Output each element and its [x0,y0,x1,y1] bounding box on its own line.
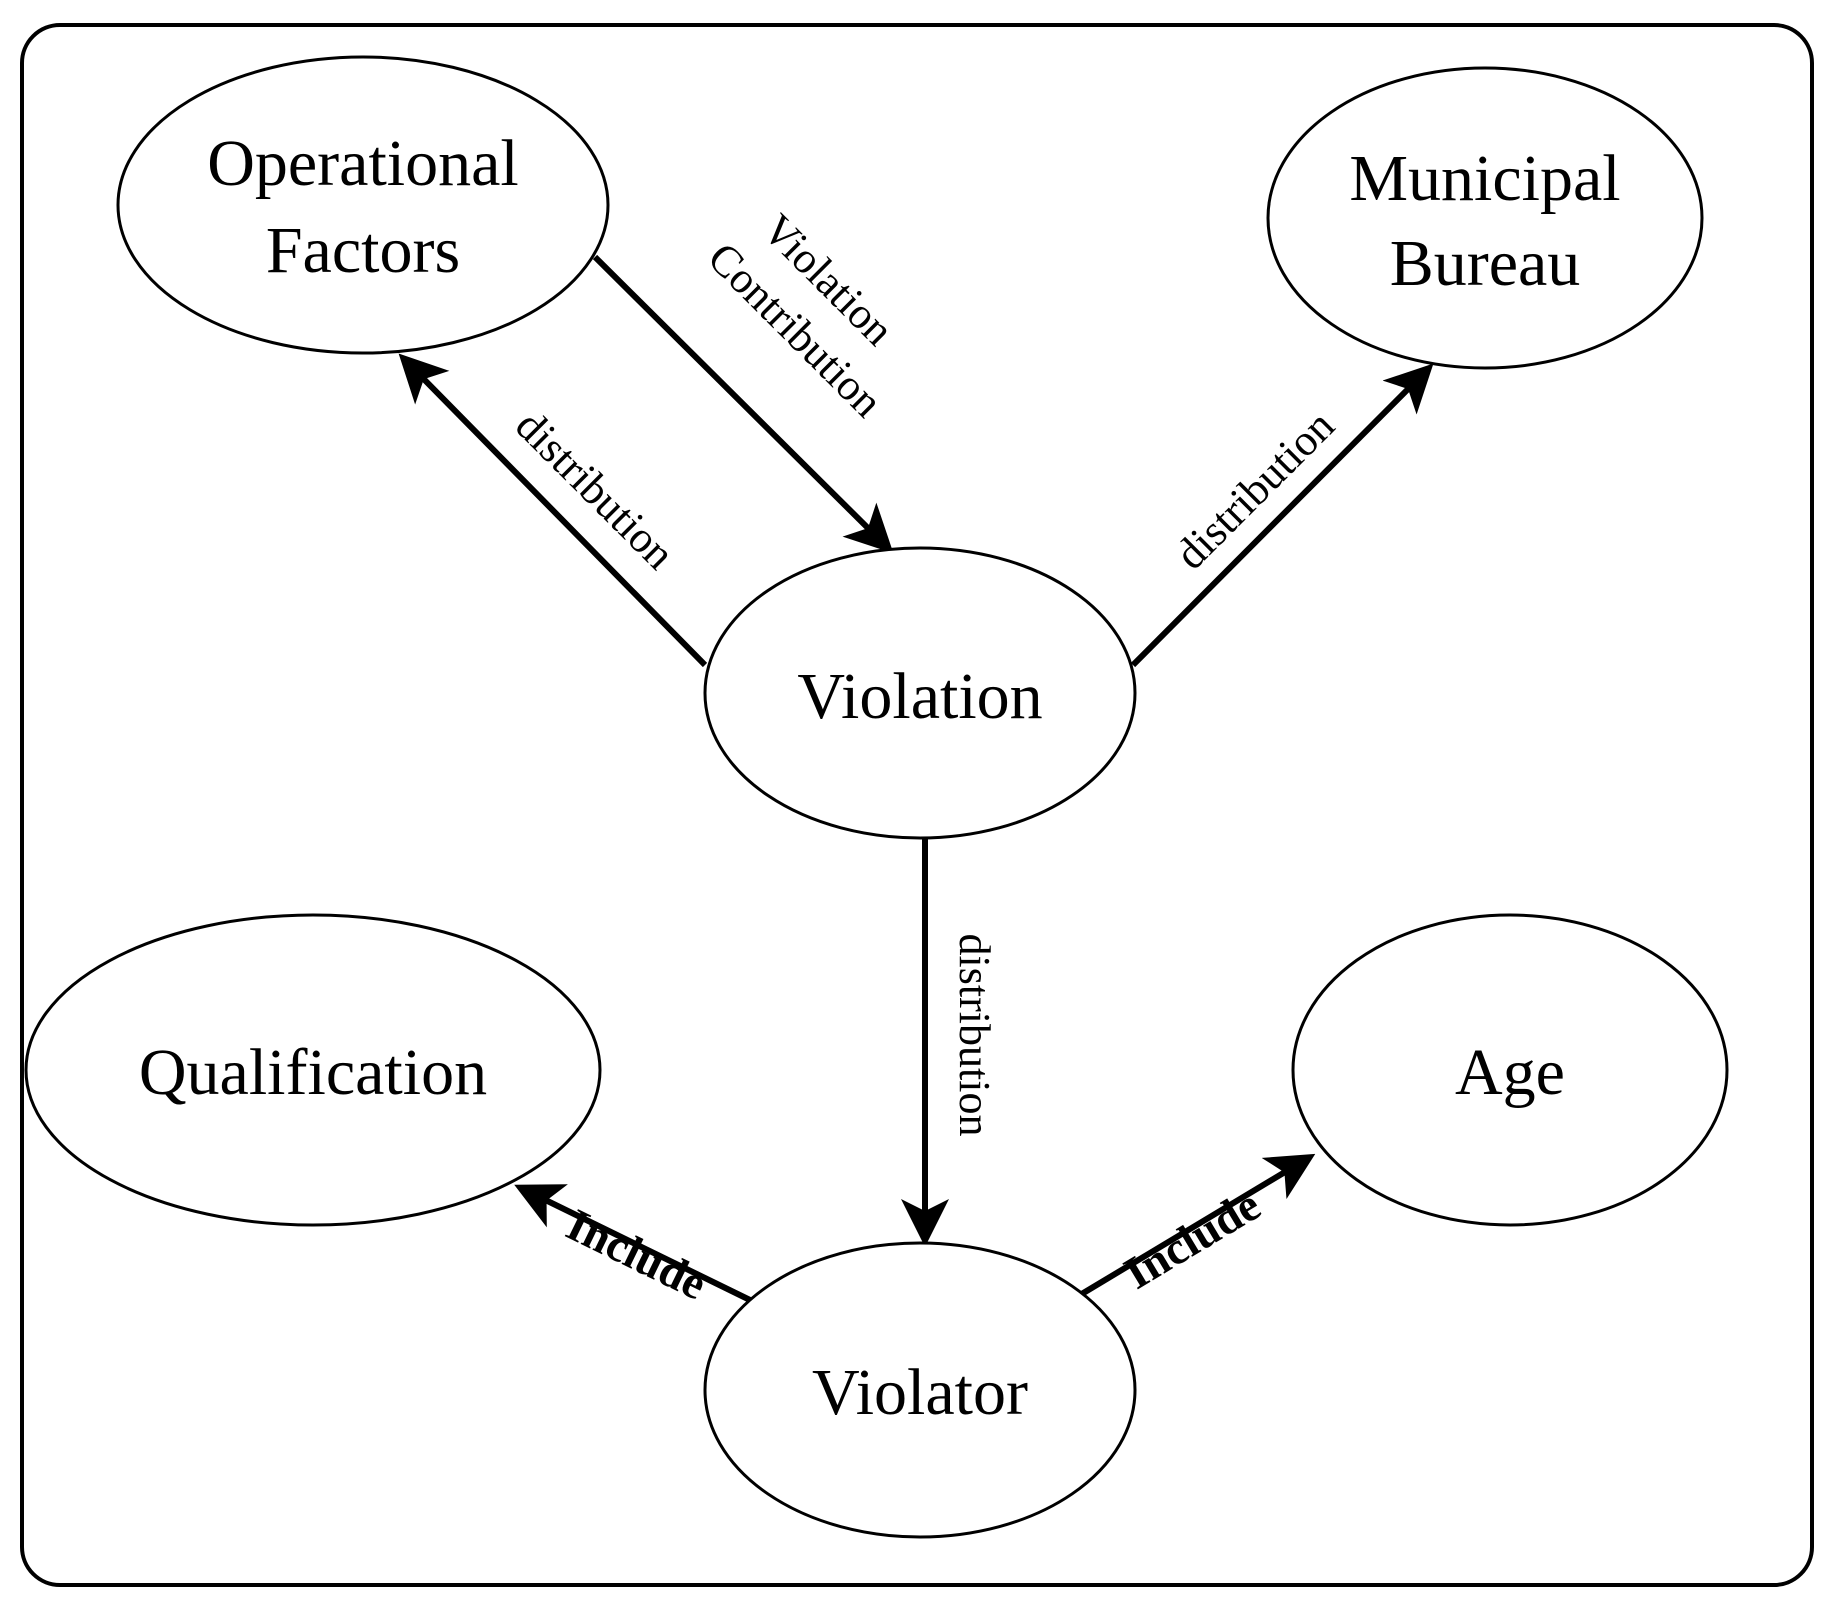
node-violation-label: Violation [797,660,1042,733]
node-operational-factors-label-line1: Operational [207,127,519,200]
node-age-shape [1291,913,1729,1227]
node-violator: Violator [703,1241,1137,1539]
node-violation: Violation [703,546,1137,840]
node-municipal-bureau-label-line2: Bureau [1390,227,1581,300]
edge-violation-to-operational-factors [398,353,708,668]
edge-label-violation-to-violator: distribution [950,934,999,1137]
edge-violation-to-municipal-bureau [1130,363,1434,668]
node-municipal-bureau-label-line1: Municipal [1349,142,1620,215]
edge-operational-factors-to-violation [592,254,894,554]
node-age: Age [1291,913,1729,1227]
node-violation-shape [703,546,1137,840]
node-violator-shape [703,1241,1137,1539]
node-operational-factors-label-line2: Factors [266,214,460,287]
node-municipal-bureau-shape [1266,66,1704,370]
node-qualification-shape [24,913,602,1227]
node-qualification: Qualification [24,913,602,1227]
node-qualification-label: Qualification [139,1036,487,1109]
node-age-label: Age [1455,1036,1565,1109]
node-municipal-bureau: Municipal Bureau [1266,66,1704,370]
node-operational-factors-shape [116,55,610,355]
edge-violator-to-qualification [514,1184,752,1303]
edge-violator-to-age [1078,1153,1316,1298]
node-operational-factors: Operational Factors [116,55,610,355]
node-violator-label: Violator [812,1356,1028,1429]
